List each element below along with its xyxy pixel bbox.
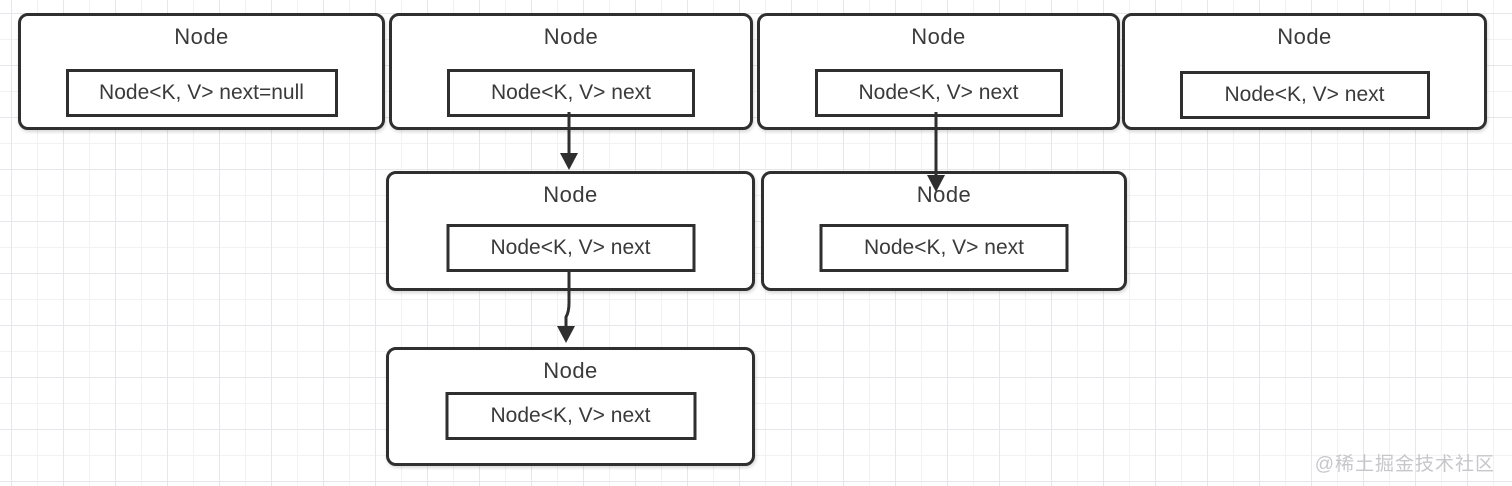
node-top-3: Node Node<K, V> next bbox=[757, 13, 1120, 130]
node-field: Node<K, V> next bbox=[446, 224, 695, 272]
node-mid-1: Node Node<K, V> next bbox=[386, 171, 755, 291]
node-title: Node bbox=[911, 24, 966, 49]
node-field: Node<K, V> next bbox=[819, 224, 1069, 272]
node-field: Node<K, V> next bbox=[445, 392, 696, 440]
node-title: Node bbox=[1277, 24, 1332, 49]
node-top-4: Node Node<K, V> next bbox=[1122, 13, 1487, 130]
node-title: Node bbox=[543, 358, 598, 383]
node-field: Node<K, V> next=null bbox=[65, 69, 338, 117]
node-top-1: Node Node<K, V> next=null bbox=[18, 13, 385, 130]
node-field: Node<K, V> next bbox=[447, 69, 695, 117]
node-top-2: Node Node<K, V> next bbox=[389, 13, 753, 130]
node-title: Node bbox=[543, 182, 598, 207]
node-title: Node bbox=[916, 182, 972, 207]
node-mid-2: Node Node<K, V> next bbox=[761, 171, 1127, 291]
node-title: Node bbox=[174, 24, 229, 49]
watermark: @稀土掘金技术社区 bbox=[1314, 454, 1495, 475]
node-field: Node<K, V> next bbox=[1179, 71, 1430, 119]
node-bottom-1: Node Node<K, V> next bbox=[386, 347, 755, 466]
node-field: Node<K, V> next bbox=[814, 69, 1063, 117]
node-title: Node bbox=[543, 24, 599, 49]
